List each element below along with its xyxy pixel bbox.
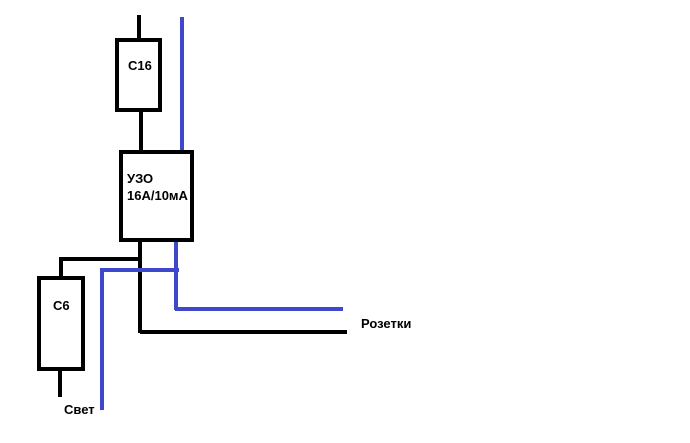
light-label: Свет [64,402,95,417]
rcd-label-line1: УЗО [127,171,153,186]
breaker-c6-label: C6 [53,298,70,313]
breaker-c16-label: C16 [128,58,152,73]
sockets-label: Розетки [361,316,411,331]
rcd-label-line2: 16A/10мA [127,188,189,203]
breaker-c16 [115,38,162,112]
breaker-c6 [37,276,85,371]
rcd-box [119,150,194,242]
